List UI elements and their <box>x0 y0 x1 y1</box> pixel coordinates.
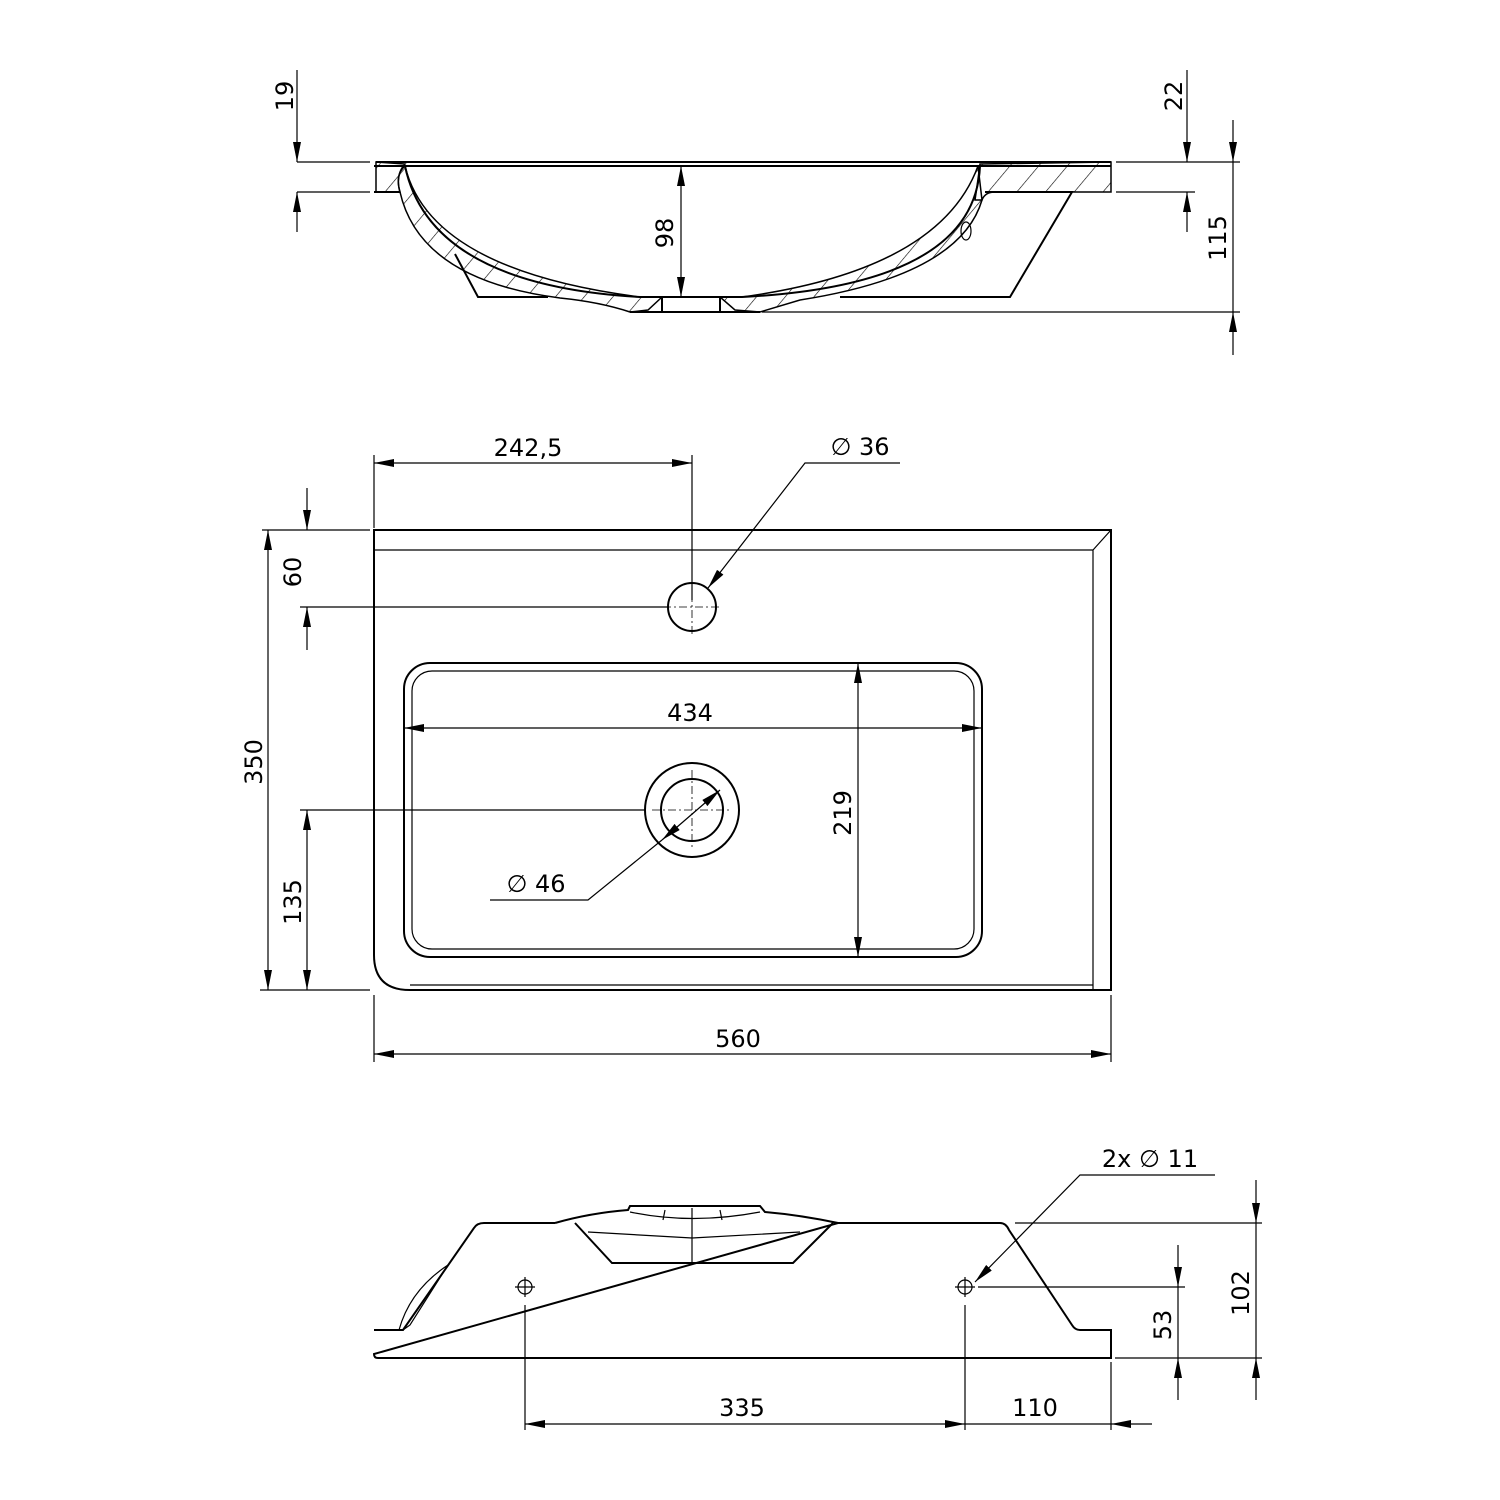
bowl-inner <box>404 165 981 298</box>
section-view: 19 22 115 98 <box>271 70 1240 355</box>
dim-diameter-36: ∅ 36 <box>830 433 889 461</box>
dim-219: 219 <box>829 790 857 836</box>
center-lines <box>652 578 732 850</box>
dim-560: 560 <box>715 1025 761 1053</box>
plan-view: 242,5 ∅ 36 60 350 135 434 219 ∅ 46 560 <box>240 433 1112 1062</box>
basin-outline <box>373 529 1112 991</box>
drain-outlet <box>630 297 760 313</box>
dim-60: 60 <box>279 557 307 588</box>
extension-lines <box>260 455 1112 1062</box>
dim-22: 22 <box>1160 81 1188 112</box>
overflow-hole <box>960 221 972 241</box>
dim-242-5: 242,5 <box>494 434 563 462</box>
overflow-detail <box>587 1208 801 1263</box>
dim-19: 19 <box>271 81 299 112</box>
dim-335: 335 <box>719 1394 765 1422</box>
front-edge <box>374 529 1112 990</box>
dim-102: 102 <box>1227 1270 1255 1316</box>
front-outline <box>372 1222 1112 1359</box>
hole-cross <box>515 1277 975 1297</box>
overflow-recess <box>574 1222 834 1264</box>
dim-diameter-46: ∅ 46 <box>506 870 565 898</box>
rim-right-section <box>974 161 1112 201</box>
extension-lines <box>524 1222 1262 1430</box>
dim-135: 135 <box>279 879 307 925</box>
drain-diameter-arrow <box>661 789 721 841</box>
bowl-wall-section <box>397 164 664 313</box>
side-curve <box>398 1264 449 1331</box>
dim-98: 98 <box>651 218 679 249</box>
dim-434: 434 <box>667 699 713 727</box>
bowl-wall-right-section <box>717 165 983 313</box>
skirt-left <box>454 253 548 298</box>
extension-lines <box>297 161 1240 313</box>
tap-hole-leader <box>707 462 900 589</box>
drain-leader <box>490 839 663 901</box>
mount-hole-leader <box>974 1174 1215 1283</box>
dim-2x-diameter-11: 2x ∅ 11 <box>1102 1145 1198 1173</box>
overflow-top <box>554 1205 839 1224</box>
dim-53: 53 <box>1149 1310 1177 1341</box>
dim-350: 350 <box>240 739 268 785</box>
rim-top <box>374 161 1111 193</box>
dim-110: 110 <box>1012 1394 1058 1422</box>
dim-115: 115 <box>1204 215 1232 261</box>
skirt-right <box>840 191 1074 298</box>
front-view: 2x ∅ 11 102 53 335 110 <box>372 1145 1262 1430</box>
